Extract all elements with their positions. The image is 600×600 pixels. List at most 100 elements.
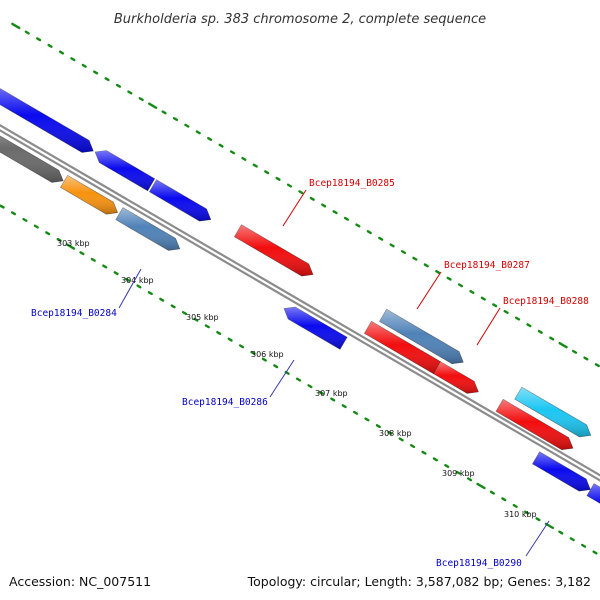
gene-arrow-3 — [148, 179, 212, 222]
tick-mark-outer — [161, 110, 167, 115]
tick-mark-outer — [229, 150, 236, 155]
tick-mark-inner — [0, 204, 5, 209]
tick-mark-inner — [238, 344, 245, 349]
tick-mark-outer — [366, 230, 372, 235]
tick-mark-inner — [307, 384, 313, 389]
gene-arrow-shade — [496, 399, 573, 450]
tick-mark-outer — [70, 57, 76, 62]
tick-mark-inner — [216, 330, 222, 336]
tick-mark-outer — [549, 336, 555, 341]
tick-mark-outer — [81, 63, 87, 68]
tick-mark-inner — [22, 217, 28, 222]
tick-mark-inner — [476, 482, 486, 490]
scale-label-308: 308 kbp — [379, 429, 412, 438]
tick-mark-inner — [558, 530, 564, 535]
gene-label-b0290[interactable]: Bcep18194_B0290 — [436, 558, 522, 569]
tick-mark-inner — [364, 417, 370, 422]
gene-arrow-shade — [514, 387, 591, 437]
gene-labels: Bcep18194_B0285 Bcep18194_B0287 Bcep1819… — [31, 178, 589, 569]
tick-mark-outer — [457, 283, 464, 288]
gene-arrow-shade — [586, 483, 600, 504]
tick-mark-outer — [412, 256, 418, 261]
tick-mark-outer — [355, 223, 361, 228]
gene-arrow-shade — [379, 309, 464, 364]
tick-mark-outer — [537, 329, 543, 334]
tick-mark-outer — [480, 296, 486, 301]
tick-mark-outer — [378, 236, 384, 241]
tick-mark-outer — [503, 309, 509, 314]
scale-label-307: 307 kbp — [315, 389, 348, 398]
gene-label-b0284[interactable]: Bcep18194_B0284 — [31, 308, 117, 319]
tick-mark-inner — [45, 231, 51, 236]
gene-arrow-shade — [0, 88, 94, 153]
tick-mark-outer — [400, 250, 407, 255]
tick-mark-outer — [309, 196, 315, 201]
tick-mark-outer — [492, 303, 498, 308]
tick-mark-inner — [295, 377, 302, 382]
gene-arrow-6 — [115, 207, 181, 251]
gene-arrow-shade — [0, 135, 64, 183]
tick-mark-outer — [446, 276, 452, 281]
tick-mark-outer — [583, 356, 589, 361]
tick-mark-inner — [330, 397, 336, 402]
tick-mark-inner — [10, 211, 17, 216]
tick-mark-inner — [181, 311, 188, 316]
tick-mark-inner — [102, 264, 108, 269]
tick-mark-inner — [33, 224, 39, 229]
tick-mark-outer — [389, 243, 395, 248]
tick-mark-outer — [195, 130, 201, 135]
tick-mark-outer — [24, 30, 30, 35]
tick-mark-outer — [138, 97, 144, 102]
tick-mark-outer — [184, 123, 190, 128]
tick-mark-inner — [170, 304, 176, 309]
gene-label-b0286[interactable]: Bcep18194_B0286 — [182, 397, 268, 408]
tick-mark-outer — [172, 117, 179, 122]
gene-arrow-shade — [115, 207, 180, 251]
tick-mark-inner — [250, 350, 256, 355]
gene-arrow-shade — [364, 321, 445, 374]
tick-mark-inner — [159, 297, 165, 302]
tick-mark-outer — [58, 50, 65, 55]
tick-mark-outer — [514, 316, 521, 321]
tick-mark-inner — [352, 410, 359, 415]
tick-mark-outer — [252, 163, 258, 168]
gene-arrow-shade — [60, 175, 118, 215]
tick-mark-inner — [124, 277, 131, 282]
tick-mark-inner — [421, 450, 427, 455]
tick-mark-inner — [341, 404, 347, 409]
tick-mark-inner — [113, 271, 119, 276]
scale-label-309: 309 kbp — [442, 469, 475, 478]
gene-arrow-13 — [495, 398, 574, 451]
gene-arrow-5 — [60, 174, 119, 215]
tick-mark-outer — [93, 70, 99, 75]
tick-mark-inner — [581, 543, 587, 548]
gene-label-b0285[interactable]: Bcep18194_B0285 — [309, 178, 395, 189]
backbone-line-1 — [0, 124, 600, 477]
tick-mark-inner — [409, 444, 416, 449]
tick-mark-inner — [569, 537, 575, 542]
scale-label-306: 306 kbp — [251, 350, 284, 359]
tick-mark-outer — [343, 216, 350, 221]
tick-mark-inner — [318, 390, 324, 395]
gene-label-b0287[interactable]: Bcep18194_B0287 — [444, 260, 530, 271]
gene-arrow-shade — [149, 179, 211, 222]
tick-mark-inner — [466, 477, 473, 482]
scale-label-304: 304 kbp — [121, 276, 154, 285]
tick-mark-inner — [79, 251, 85, 256]
gene-arrow-12 — [514, 386, 592, 438]
gene-label-b0288[interactable]: Bcep18194_B0288 — [503, 296, 589, 307]
tick-mark-outer — [558, 341, 568, 349]
tick-mark-inner — [387, 430, 393, 435]
gene-arrow-4 — [0, 135, 64, 183]
tick-mark-outer — [147, 102, 158, 109]
gene-arrow-7 — [233, 224, 314, 277]
gene-arrow-shade — [234, 224, 313, 277]
tick-mark-outer — [435, 270, 441, 275]
leader-line-6 — [525, 520, 550, 557]
tick-mark-inner — [90, 257, 96, 262]
tick-mark-outer — [298, 190, 304, 195]
leader-line-2 — [416, 271, 442, 310]
tick-mark-inner — [273, 364, 279, 369]
tick-mark-outer — [469, 289, 475, 294]
tick-mark-outer — [241, 156, 247, 161]
